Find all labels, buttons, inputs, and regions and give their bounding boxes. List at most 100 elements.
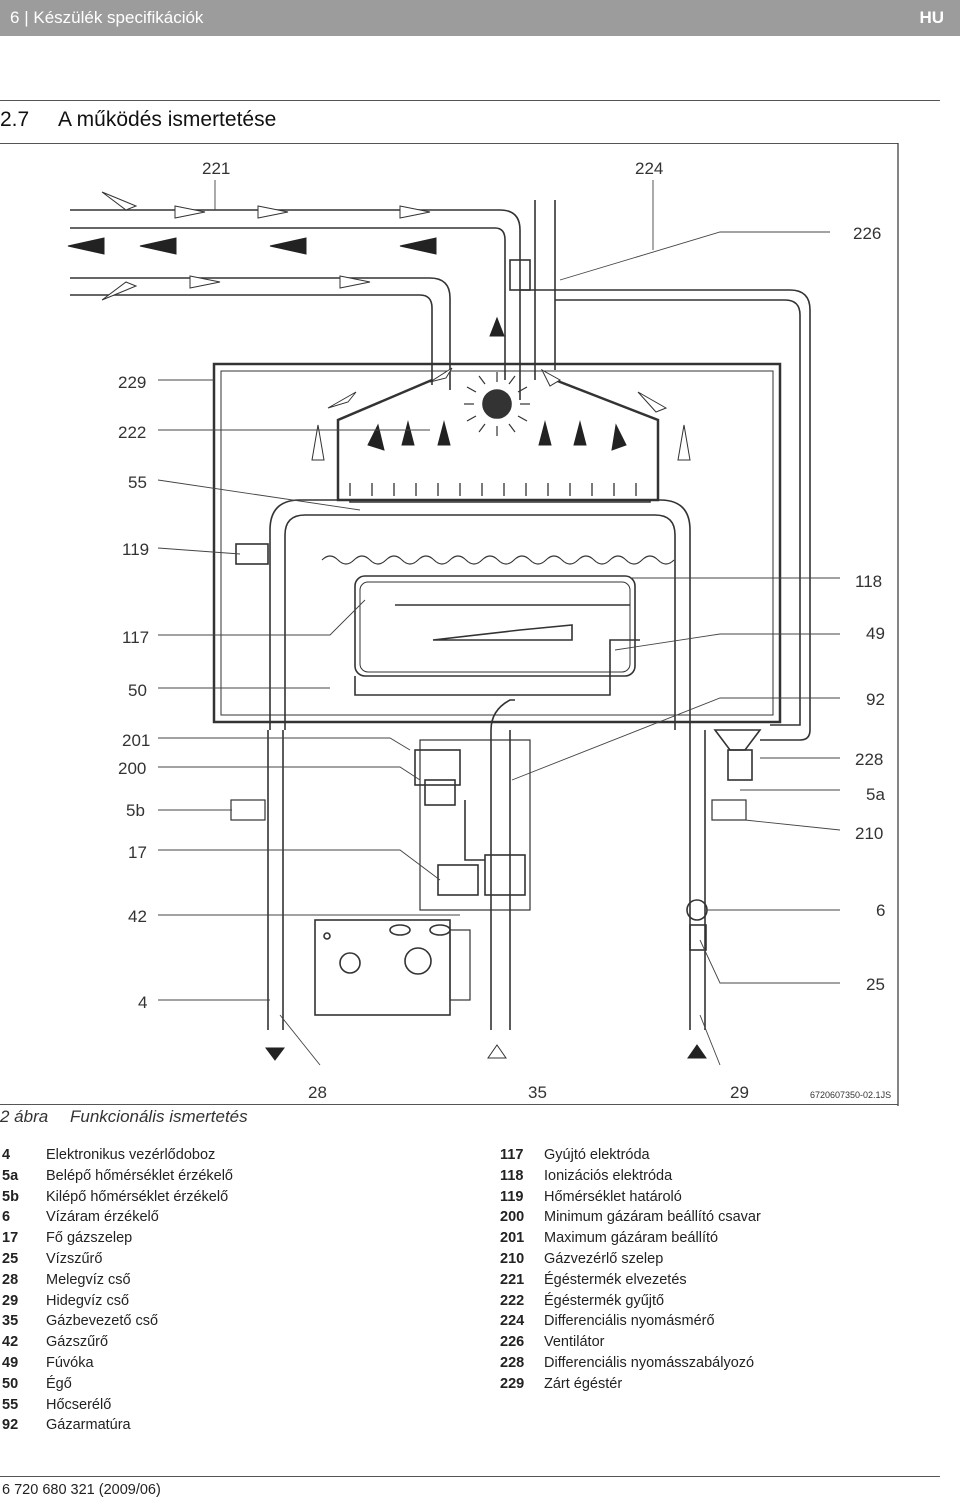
legend-item: 29 Hidegvíz cső [2, 1291, 233, 1312]
legend-item: 25 Vízszűrő [2, 1249, 233, 1270]
legend-code: 221 [500, 1271, 525, 1288]
label-224: 224 [635, 159, 663, 178]
label-42: 42 [128, 907, 147, 926]
legend-code: 222 [500, 1292, 525, 1309]
legend-text: Gázbevezető cső [46, 1313, 159, 1330]
legend-text: Gázvezérlő szelep [544, 1250, 664, 1267]
label-229: 229 [118, 373, 146, 392]
label-92: 92 [866, 690, 885, 709]
legend-text: Hőmérséklet határoló [544, 1188, 682, 1205]
footer-rule [0, 1476, 940, 1477]
diagram-code: 6720607350-02.1JS [810, 1090, 891, 1100]
legend-code: 226 [500, 1334, 525, 1351]
legend-code: 200 [500, 1209, 525, 1226]
diagram-top-rule [0, 143, 898, 144]
legend-text: Gázszűrő [46, 1334, 109, 1351]
legend-text: Ventilátor [544, 1334, 605, 1351]
label-221: 221 [202, 159, 230, 178]
label-28: 28 [308, 1083, 327, 1102]
legend-text: Hőcserélő [46, 1396, 112, 1413]
legend-code: 228 [500, 1354, 525, 1371]
legend-text: Vízáram érzékelő [46, 1209, 159, 1226]
label-5a: 5a [866, 785, 885, 804]
legend-code: 55 [2, 1396, 19, 1413]
legend-text: Gyújtó elektróda [544, 1147, 650, 1163]
header-separator: | [24, 8, 29, 27]
label-226: 226 [853, 224, 881, 243]
legend-text: Hidegvíz cső [46, 1292, 130, 1309]
legend-item: 226 Ventilátor [500, 1332, 761, 1353]
legend-text: Gázarmatúra [46, 1417, 131, 1434]
legend-code: 4 [2, 1147, 11, 1163]
legend-code: 25 [2, 1250, 19, 1267]
label-210: 210 [855, 824, 883, 843]
label-4: 4 [138, 993, 147, 1012]
legend-left: 4 Elektronikus vezérlődoboz 5a Belépő hőmér… [2, 1145, 233, 1436]
label-201: 201 [122, 731, 150, 750]
label-222: 222 [118, 423, 146, 442]
legend-item: 5b Kilépő hőmérséklet érzékelő [2, 1187, 233, 1208]
legend-code: 118 [500, 1167, 524, 1184]
label-55: 55 [128, 473, 147, 492]
label-228: 228 [855, 750, 883, 769]
footer-doc-number: 6 720 680 321 (2009/06) [2, 1482, 161, 1498]
legend-code: 50 [2, 1375, 19, 1392]
legend-code: 224 [500, 1313, 525, 1330]
label-49: 49 [866, 624, 885, 643]
header-language: HU [919, 8, 944, 27]
legend-code: 229 [500, 1375, 525, 1392]
header-left: 6 | Készülék specifikációk [10, 8, 203, 28]
legend-code: 5a [2, 1167, 19, 1184]
legend-text: Maximum gázáram beállító [544, 1230, 719, 1247]
legend-code: 119 [500, 1188, 524, 1205]
legend-code: 5b [2, 1188, 19, 1205]
label-25: 25 [866, 975, 885, 994]
legend-text: Elektronikus vezérlődoboz [46, 1147, 216, 1163]
legend-text: Melegvíz cső [46, 1271, 131, 1288]
legend-code: 35 [2, 1313, 19, 1330]
label-117: 117 [122, 628, 149, 647]
label-118: 118 [855, 572, 882, 591]
legend-text: Belépő hőmérséklet érzékelő [46, 1167, 233, 1184]
label-6: 6 [876, 901, 885, 920]
functional-diagram: 221 224 226 229 222 55 119 117 50 201 20… [67, 143, 899, 1106]
figure-caption-text: Funkcionális ismertetés [70, 1107, 248, 1126]
legend-text: Differenciális nyomásszabályozó [544, 1354, 755, 1371]
legend-item: 55 Hőcserélő [2, 1395, 233, 1416]
legend-item: 119 Hőmérséklet határoló [500, 1187, 761, 1208]
section-title-text: A működés ismertetése [58, 108, 277, 131]
label-200: 200 [118, 759, 146, 778]
legend-text: Zárt égéstér [544, 1375, 623, 1392]
legend-text: Ionizációs elektróda [544, 1167, 673, 1184]
legend-text: Vízszűrő [46, 1250, 103, 1267]
legend-item: 4 Elektronikus vezérlődoboz [2, 1145, 233, 1166]
page-number: 6 [10, 8, 20, 27]
legend-item: 28 Melegvíz cső [2, 1270, 233, 1291]
legend-item: 35 Gázbevezető cső [2, 1311, 233, 1332]
legend-code: 6 [2, 1209, 11, 1226]
label-35: 35 [528, 1083, 547, 1102]
legend-text: Kilépő hőmérséklet érzékelő [46, 1188, 229, 1205]
figure-number: 2 ábra [0, 1107, 49, 1126]
label-5b: 5b [126, 801, 145, 820]
label-17: 17 [128, 843, 147, 862]
legend-code: 28 [2, 1271, 19, 1288]
legend-item: 5a Belépő hőmérséklet érzékelő [2, 1166, 233, 1187]
legend-code: 92 [2, 1417, 19, 1434]
legend-item: 228 Differenciális nyomásszabályozó [500, 1353, 761, 1374]
figure-caption: 2 ábra Funkcionális ismertetés [0, 1107, 248, 1127]
legend-code: 201 [500, 1230, 525, 1247]
label-29: 29 [730, 1083, 749, 1102]
legend-code: 29 [2, 1292, 19, 1309]
